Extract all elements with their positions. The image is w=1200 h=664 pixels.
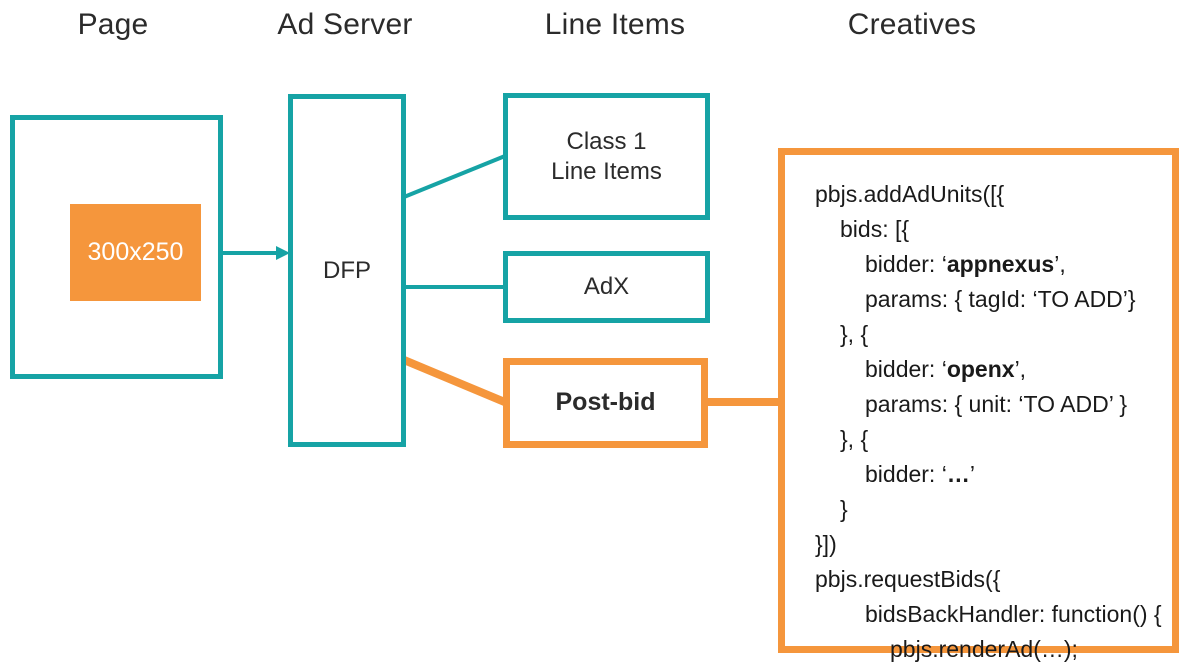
code-line: pbjs.renderAd(…); [815, 632, 1162, 664]
column-header-page: Page [77, 8, 149, 41]
column-header-creatives: Creatives [847, 8, 977, 41]
code-token: } [840, 496, 848, 522]
code-token-bold: appnexus [946, 251, 1055, 277]
code-token: }, { [840, 321, 869, 347]
connector-dfp-to-postbid [402, 356, 509, 407]
code-token-bold: openx [946, 356, 1015, 382]
code-token: pbjs.addAdUnits([{ [815, 181, 1005, 207]
code-line: }, { [815, 422, 1162, 457]
ad-server-dfp-label: DFP [323, 256, 371, 284]
code-line: }]) [815, 527, 1162, 562]
code-token-bold: … [946, 461, 970, 487]
code-line: bidder: ‘…’ [815, 457, 1162, 492]
line-item-class1-label-line1: Class 1 [566, 127, 647, 155]
code-token: ’ [969, 461, 975, 487]
code-line: pbjs.addAdUnits([{ [815, 177, 1162, 212]
code-line: } [815, 492, 1162, 527]
ad-server-dfp-box[interactable]: DFP [288, 94, 406, 447]
creatives-code-lines: pbjs.addAdUnits([{bids: [{bidder: ‘appne… [815, 177, 1162, 664]
connector-dfp-to-class1 [403, 154, 506, 199]
line-item-postbid-label: Post-bid [555, 388, 656, 417]
code-token: params: { unit: ‘TO ADD’ } [865, 391, 1128, 417]
code-token: bidder: ‘ [865, 356, 947, 382]
code-token: ’, [1014, 356, 1027, 382]
code-token: bidsBackHandler: function() { [865, 601, 1162, 627]
code-line: bids: [{ [815, 212, 1162, 247]
column-header-line-items: Line Items [544, 8, 686, 41]
code-line: bidder: ‘appnexus’, [815, 247, 1162, 282]
code-line: params: { tagId: ‘TO ADD’} [815, 282, 1162, 317]
code-token: bidder: ‘ [865, 461, 947, 487]
code-token: }, { [840, 426, 869, 452]
code-token: pbjs.requestBids({ [815, 566, 1001, 592]
code-line: bidder: ‘openx’, [815, 352, 1162, 387]
code-line: }, { [815, 317, 1162, 352]
code-token: }]) [815, 531, 837, 557]
line-item-class1-box[interactable]: Class 1 Line Items [503, 93, 710, 220]
creative-slot-label: 300x250 [87, 238, 184, 266]
column-header-ad-server: Ad Server [277, 8, 413, 41]
code-line: bidsBackHandler: function() { [815, 597, 1162, 632]
line-item-adx-box[interactable]: AdX [503, 251, 710, 323]
code-token: ’, [1054, 251, 1066, 277]
code-token: pbjs.renderAd(…); [890, 636, 1078, 662]
code-line: params: { unit: ‘TO ADD’ } [815, 387, 1162, 422]
creatives-code-box[interactable]: pbjs.addAdUnits([{bids: [{bidder: ‘appne… [778, 148, 1179, 662]
code-token: params: { tagId: ‘TO ADD’} [865, 286, 1136, 312]
line-item-class1-label-line2: Line Items [551, 157, 662, 185]
line-item-adx-label: AdX [583, 273, 630, 300]
code-token: bidder: ‘ [865, 251, 947, 277]
code-token: bids: [{ [840, 216, 910, 242]
code-line: pbjs.requestBids({ [815, 562, 1162, 597]
creative-slot-300x250[interactable]: 300x250 [70, 204, 201, 301]
line-item-postbid-box[interactable]: Post-bid [503, 358, 708, 448]
